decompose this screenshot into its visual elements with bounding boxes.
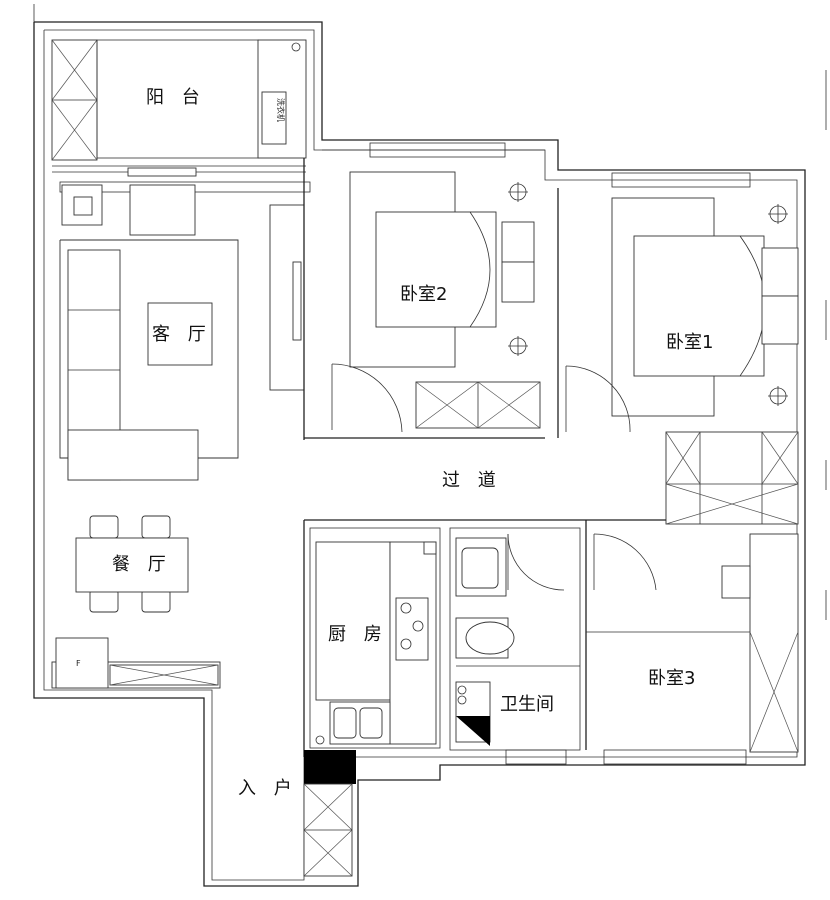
- room-label-entrance: 入 户: [238, 778, 298, 799]
- corridor-walls: [303, 519, 666, 757]
- room-label-corridor: 过 道: [442, 470, 502, 491]
- kitchen: [309, 527, 441, 749]
- fridge-label: F: [76, 659, 81, 668]
- bedroom-3: [505, 520, 799, 765]
- balcony: [51, 39, 307, 177]
- room-label-bedroom-1: 卧室1: [666, 332, 713, 353]
- room-label-dining-room: 餐 厅: [112, 554, 172, 575]
- bathroom: [449, 527, 581, 751]
- washing-machine-label: 洗衣机: [276, 98, 286, 122]
- dining-room: [51, 515, 221, 689]
- bedroom-2: [303, 142, 545, 440]
- room-label-kitchen: 厨 房: [328, 624, 388, 645]
- room-label-bedroom-2: 卧室2: [400, 284, 447, 305]
- room-label-living-room: 客 厅: [152, 324, 212, 345]
- outer-walls: [33, 4, 806, 887]
- living-room: [59, 181, 311, 481]
- wardrobe-corridor: [665, 431, 799, 525]
- room-label-bathroom: 卫生间: [500, 694, 554, 715]
- room-label-bedroom-3: 卧室3: [648, 668, 695, 689]
- entrance: [303, 750, 356, 877]
- room-label-balcony: 阳 台: [146, 87, 206, 108]
- bedroom-1: [557, 172, 799, 438]
